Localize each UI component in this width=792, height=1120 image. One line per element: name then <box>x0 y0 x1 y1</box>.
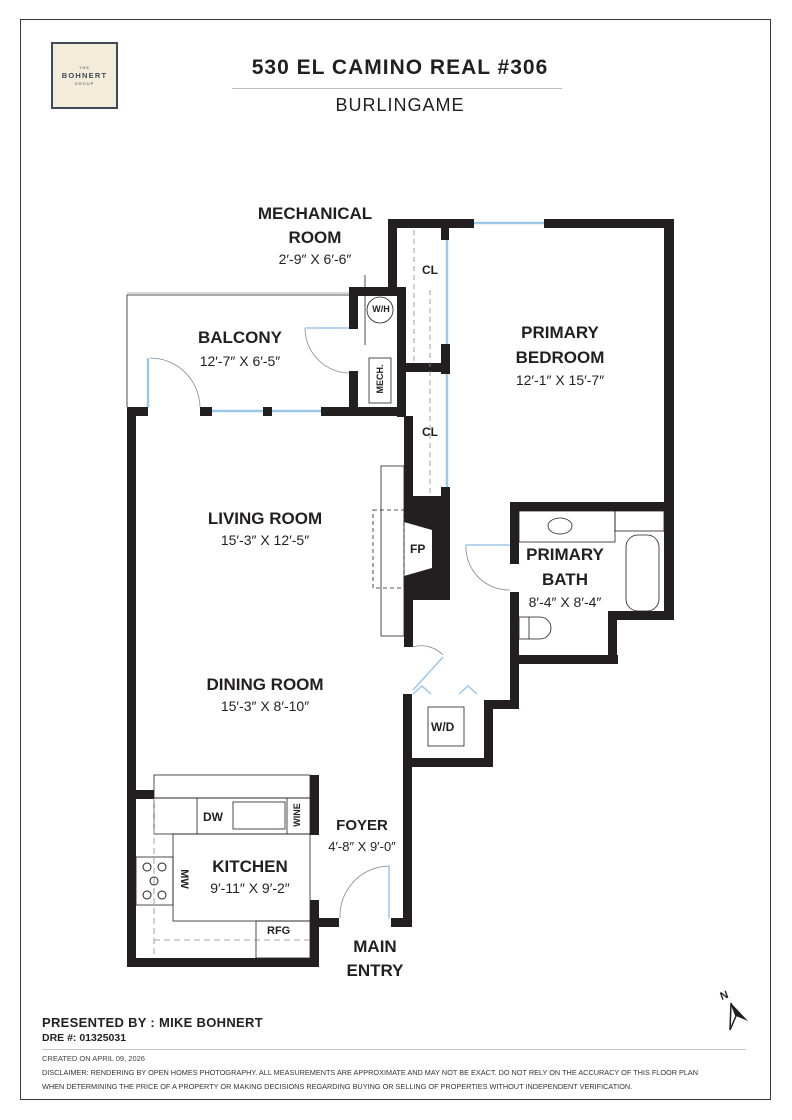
closet-label-upper: CL <box>422 263 438 277</box>
fireplace-label: FP <box>410 542 426 556</box>
dre-number: DRE #: 01325031 <box>42 1032 127 1044</box>
presented-by: PRESENTED BY : MIKE BOHNERT <box>42 1015 263 1030</box>
water-heater-label: W/H <box>372 304 390 314</box>
living-room-dims: 15′-3″ X 12′-5″ <box>220 532 310 548</box>
windows <box>146 221 544 918</box>
primary-bedroom-label-line1: PRIMARY <box>521 323 599 342</box>
north-arrow-icon: N <box>719 989 748 1031</box>
kitchen-dims: 9′-11″ X 9′-2″ <box>210 880 290 896</box>
washer-dryer-label: W/D <box>431 720 455 734</box>
bohnert-group-logo: THE BOHNERT GROUP <box>51 42 118 109</box>
primary-bedroom-label-line2: BEDROOM <box>515 348 605 367</box>
svg-text:N: N <box>719 989 731 1003</box>
created-date: CREATED ON APRIL 09, 2026 <box>42 1054 145 1063</box>
footer-divider <box>42 1049 746 1050</box>
logo-line-3: GROUP <box>74 81 95 86</box>
mechanical-room-label-line1: MECHANICAL <box>257 204 373 223</box>
disclaimer-line-2: WHEN DETERMINING THE PRICE OF A PROPERTY… <box>42 1082 633 1091</box>
disclaimer-line-1: DISCLAIMER: RENDERING BY OPEN HOMES PHOT… <box>42 1068 699 1077</box>
logo-line-2: BOHNERT <box>61 71 108 80</box>
wine-label: WINE <box>292 803 302 827</box>
primary-bath-dims: 8′-4″ X 8′-4″ <box>528 594 602 610</box>
logo-line-1: THE <box>79 65 90 70</box>
balcony-dims: 12′-7″ X 6′-5″ <box>199 353 281 369</box>
dishwasher-label: DW <box>203 810 223 824</box>
main-entry-label-line2: ENTRY <box>346 961 404 980</box>
dining-room-dims: 15′-3″ X 8′-10″ <box>220 698 310 714</box>
kitchen-label: KITCHEN <box>212 857 288 876</box>
property-city: BURLINGAME <box>335 95 465 115</box>
mech-label: MECH. <box>375 364 385 394</box>
foyer-label: FOYER <box>336 817 388 834</box>
fixture-lines <box>126 230 665 959</box>
primary-bedroom-dims: 12′-1″ X 15′-7″ <box>515 372 605 388</box>
primary-bath-label-line1: PRIMARY <box>526 545 604 564</box>
living-room-label: LIVING ROOM <box>207 509 323 528</box>
stove-icon <box>142 862 167 900</box>
mechanical-room-label-line2: ROOM <box>288 228 342 247</box>
balcony-label: BALCONY <box>197 328 283 347</box>
mechanical-room-dims: 2′-9″ X 6′-6″ <box>278 251 352 267</box>
property-address: 530 EL CAMINO REAL #306 <box>251 56 549 79</box>
walls <box>127 219 674 967</box>
microwave-label: MW <box>178 869 190 889</box>
main-entry-label-line1: MAIN <box>353 937 397 956</box>
closet-label-lower: CL <box>422 425 438 439</box>
disclaimer: DISCLAIMER: RENDERING BY OPEN HOMES PHOT… <box>42 1066 762 1094</box>
foyer-dims: 4′-8″ X 9′-0″ <box>328 839 396 854</box>
title-divider <box>232 88 562 89</box>
refrigerator-label: RFG <box>267 925 291 937</box>
primary-bath-label-line2: BATH <box>542 570 588 589</box>
dining-room-label: DINING ROOM <box>206 675 324 694</box>
page-frame <box>20 19 771 1100</box>
